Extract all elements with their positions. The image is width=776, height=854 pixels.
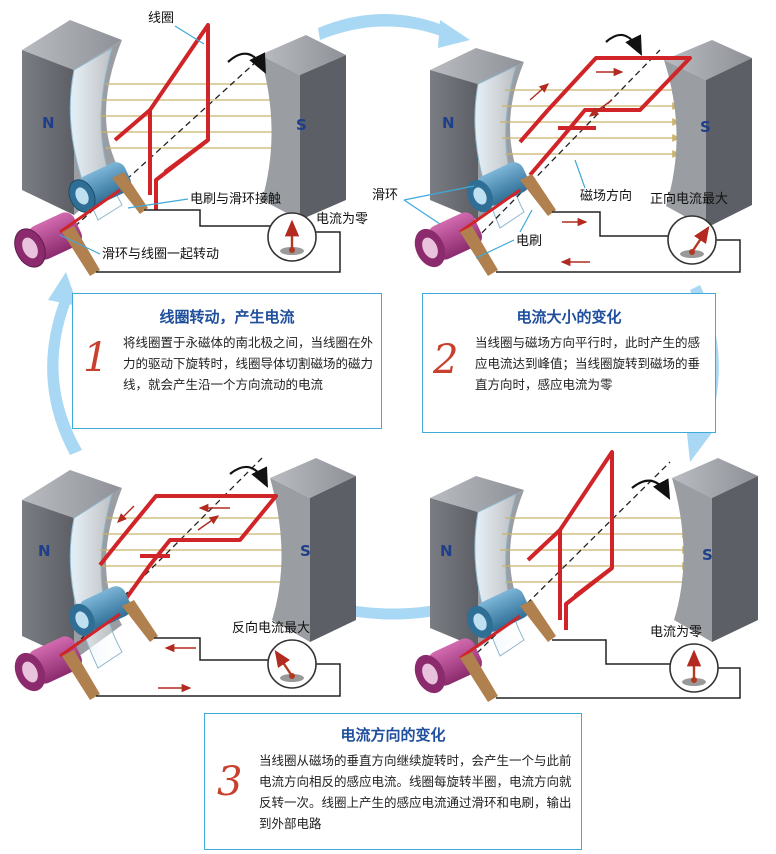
box-title: 电流方向的变化 [340, 726, 446, 744]
brushes [460, 174, 556, 276]
box-title: 线圈转动，产生电流 [159, 308, 295, 326]
brushes [62, 600, 158, 700]
field-lines [500, 86, 682, 158]
field-lines [100, 80, 282, 152]
south-pole-label: S [702, 546, 713, 564]
south-pole-label: S [700, 118, 711, 136]
step-number: 2 [433, 337, 459, 383]
current-zero-label: 电流为零 [650, 625, 702, 640]
brushes [460, 600, 556, 702]
panel-3: N S [14, 457, 356, 700]
box-body: 当线圈从磁场的垂直方向继续旋转时，会产生一个与此前电流方向相反的感应电流。线圈每… [259, 753, 572, 831]
north-pole-label: N [38, 542, 51, 560]
field-direction-label: 磁场方向 [580, 188, 632, 204]
slip-rings [414, 588, 530, 694]
box-title: 电流大小的变化 [516, 308, 622, 326]
slip-rings [14, 162, 132, 268]
rotation-arrow [631, 478, 671, 500]
coil-label: 线圈 [148, 11, 174, 26]
coil [148, 23, 210, 210]
rotation-arrow [227, 52, 266, 74]
rotation-arrow [229, 465, 268, 488]
south-magnet: S [260, 35, 346, 220]
coil [118, 494, 278, 602]
ammeter [669, 643, 719, 693]
step-number: 3 [217, 759, 243, 805]
brushes [62, 172, 148, 276]
north-pole-label: N [42, 114, 55, 132]
panel-4: N S [414, 450, 758, 702]
box-body: 当线圈与磁场方向平行时，此时产生的感应电流达到峰值；当线圈旋转到磁场的垂直方向时… [475, 335, 701, 392]
north-magnet: N [22, 470, 123, 669]
brush-contact-label: 电刷与滑环接触 [190, 191, 281, 207]
ammeter [267, 212, 317, 262]
south-magnet: S [664, 40, 752, 228]
south-pole-label: S [300, 542, 311, 560]
south-magnet: S [672, 458, 758, 642]
north-pole-label: N [442, 114, 455, 132]
ammeter [267, 639, 317, 689]
slip-ring-label: 滑环 [372, 188, 398, 203]
ammeter [667, 215, 717, 265]
south-pole-label: S [296, 116, 307, 134]
coil [528, 56, 692, 177]
panel-1: N S [14, 11, 368, 276]
coil [558, 450, 614, 630]
box-body: 将线圈置于永磁体的南北极之间，当线圈在外力的驱动下旋转时，线圈导体切割磁场的磁力… [123, 335, 374, 392]
rotation-arrow [605, 33, 642, 56]
step-number: 1 [83, 335, 109, 381]
explanation-box-3: 电流方向的变化 3 当线圈从磁场的垂直方向继续旋转时，会产生一个与此前电流方向相… [204, 713, 582, 850]
slip-ring-label: 滑环与线圈一起转动 [102, 247, 219, 262]
field-lines [500, 514, 692, 586]
negative-max-label: 反向电流最大 [232, 620, 310, 636]
panel-2: N S [372, 33, 752, 276]
south-magnet: S [270, 458, 356, 642]
north-pole-label: N [440, 542, 453, 560]
positive-max-label: 正向电流最大 [650, 191, 728, 207]
explanation-box-2: 电流大小的变化 2 当线圈与磁场方向平行时，此时产生的感应电流达到峰值；当线圈旋… [422, 293, 716, 433]
explanation-box-1: 线圈转动，产生电流 1 将线圈置于永磁体的南北极之间，当线圈在外力的驱动下旋转时… [72, 293, 382, 429]
brush-label: 电刷 [516, 234, 542, 249]
current-zero-label: 电流为零 [316, 212, 368, 227]
slip-rings [14, 586, 132, 692]
slip-rings [414, 162, 530, 268]
